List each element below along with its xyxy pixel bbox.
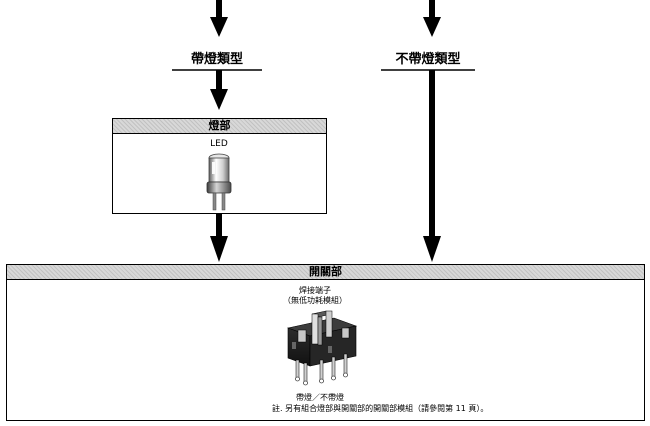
arrow-to-lamp-box	[210, 70, 228, 110]
switch-section-header: 開關部	[7, 265, 644, 280]
switch-section-note: 註. 另有組合燈部與開關部的開關部模組（請參閱第 11 頁）。	[272, 404, 489, 413]
arrow-unlit-to-switch	[423, 70, 441, 262]
unlit-type-label: 不帶燈類型	[395, 52, 461, 67]
switch-unit-image	[286, 310, 358, 386]
switch-section-box: 開關部	[6, 264, 645, 421]
led-lamp-image	[206, 153, 232, 211]
led-label: LED	[210, 139, 228, 149]
switch-type-caption: 帶燈／不帶燈	[296, 393, 344, 402]
lamp-section-header: 燈部	[113, 119, 326, 134]
lit-type-label: 帶燈類型	[190, 52, 243, 67]
arrow-top-right	[423, 0, 441, 37]
terminal-label-line1: 焊接端子	[299, 286, 331, 295]
terminal-label-line2: （無低功耗模組）	[283, 296, 347, 305]
arrow-top-left	[210, 0, 228, 37]
arrow-lamp-to-switch	[210, 214, 228, 262]
